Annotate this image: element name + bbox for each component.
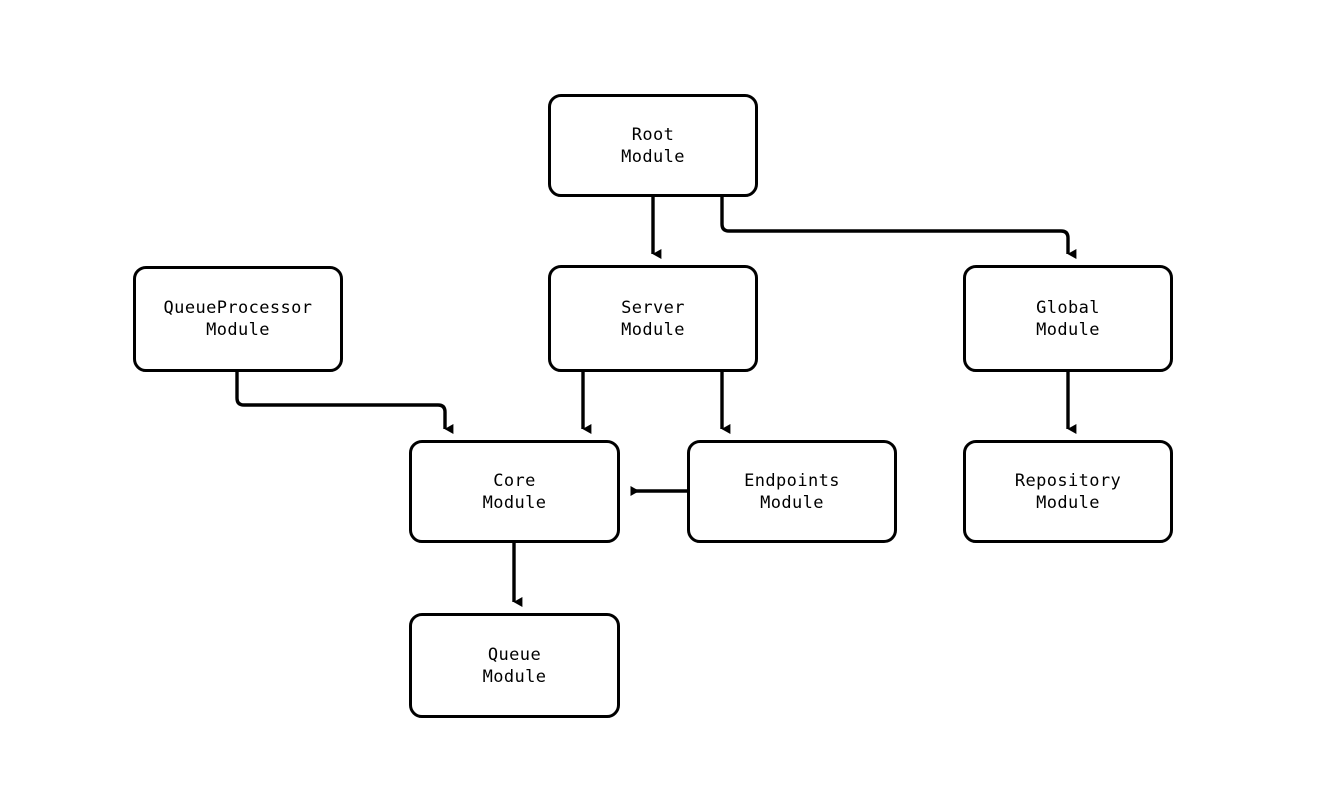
node-queueprocessor-module-name: QueueProcessor: [163, 298, 313, 318]
edge-root-to-global: [720, 197, 1077, 259]
node-root-module-name: Root: [631, 124, 675, 145]
node-repository-module-name: Repository: [1014, 470, 1122, 491]
node-queue-module[interactable]: Queue Module: [409, 613, 620, 718]
node-repository-module-suffix: Module: [1036, 492, 1100, 513]
node-core-module-name: Core: [493, 470, 536, 491]
node-queue-module-suffix: Module: [482, 666, 547, 687]
node-core-module-suffix: Module: [482, 492, 547, 513]
node-core-module[interactable]: Core Module: [409, 440, 620, 543]
node-endpoints-module[interactable]: Endpoints Module: [687, 440, 897, 543]
node-endpoints-module-suffix: Module: [760, 492, 824, 513]
node-server-module-suffix: Module: [621, 319, 685, 340]
node-global-module[interactable]: Global Module: [963, 265, 1173, 372]
edge-queueprocessor-to-core: [235, 372, 454, 434]
node-root-module-suffix: Module: [621, 146, 685, 167]
node-queueprocessor-module-suffix: Module: [206, 320, 270, 340]
node-global-module-name: Global: [1036, 297, 1100, 318]
node-queue-module-name: Queue: [487, 644, 542, 665]
node-root-module[interactable]: Root Module: [548, 94, 758, 197]
node-queueprocessor-module[interactable]: QueueProcessor Module: [133, 266, 343, 372]
node-server-module[interactable]: Server Module: [548, 265, 758, 372]
node-repository-module[interactable]: Repository Module: [963, 440, 1173, 543]
node-endpoints-module-name: Endpoints: [744, 470, 840, 491]
node-global-module-suffix: Module: [1036, 319, 1100, 340]
node-server-module-name: Server: [621, 297, 685, 318]
